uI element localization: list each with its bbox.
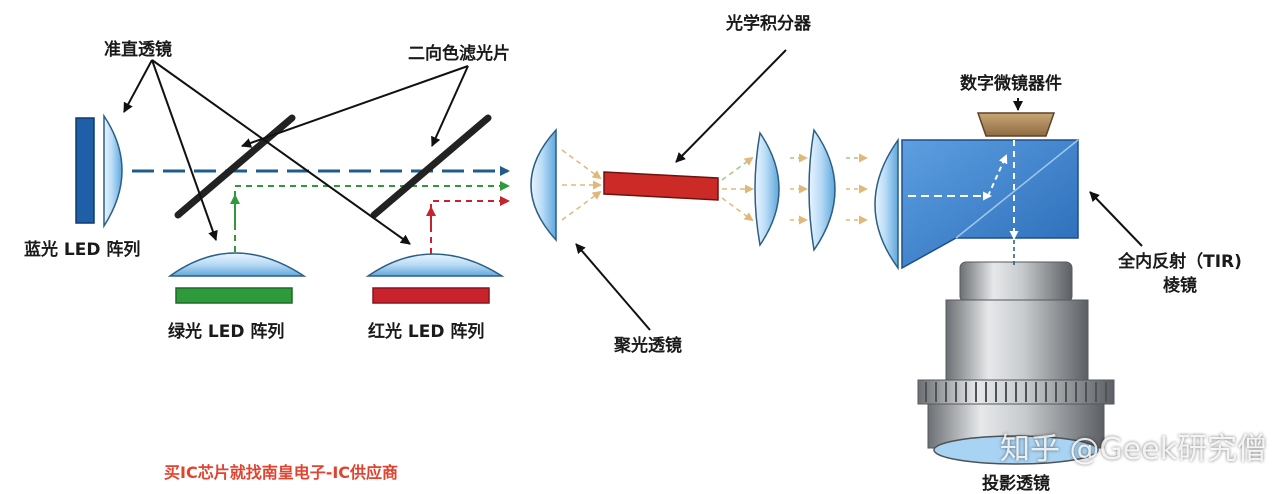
- tir-prism-interface: [955, 139, 1079, 239]
- label-projection-lens: 投影透镜: [982, 474, 1050, 494]
- leader-dichroic-1: [241, 65, 469, 148]
- condenser-lens: [530, 128, 557, 242]
- label-tir-prism-line2: 棱镜: [1163, 276, 1197, 296]
- label-dichroic-filter: 二向色滤光片: [408, 44, 510, 64]
- label-collimating-lens: 准直透镜: [104, 40, 172, 60]
- red-led-array: [372, 287, 490, 304]
- label-tir-prism-line1: 全内反射（TIR): [1118, 252, 1242, 272]
- leader-collimating-2: [151, 59, 218, 241]
- red-collimating-lens: [365, 253, 505, 277]
- converging-ray-top: [561, 149, 602, 180]
- projection-lens: [917, 261, 1115, 465]
- leader-condenser: [575, 243, 651, 331]
- label-light-integrator: 光学积分器: [726, 14, 811, 34]
- green-led-array: [175, 287, 293, 304]
- watermark: 知乎 @Geek研究僧: [1000, 432, 1268, 467]
- dichroic-filter-2: [370, 114, 492, 219]
- label-red-led: 红光 LED 阵列: [368, 322, 485, 342]
- blue-collimating-lens: [103, 113, 123, 229]
- converging-ray-bottom: [561, 190, 602, 221]
- relay-ray-top: [721, 156, 754, 181]
- dmd-device: [976, 112, 1056, 137]
- leader-tir: [1089, 191, 1143, 247]
- green-light-beam: [234, 181, 510, 252]
- prism-entrance-lens: [874, 137, 899, 271]
- leader-integrator: [675, 49, 787, 163]
- prism-ray-up: [987, 154, 1008, 197]
- green-collimating-lens: [167, 252, 307, 277]
- red-light-beam: [430, 196, 510, 254]
- relay-lens-2: [808, 128, 836, 252]
- light-integrator-rod: [603, 171, 719, 201]
- leader-dichroic-2: [431, 65, 469, 147]
- leader-collimating-1: [123, 59, 153, 113]
- leader-collimating-3: [151, 59, 411, 245]
- tir-prism: [901, 139, 1079, 270]
- relay-lens-1: [754, 131, 780, 247]
- label-dmd: 数字微镜器件: [960, 74, 1062, 94]
- label-condenser-lens: 聚光透镜: [614, 336, 682, 356]
- label-blue-led: 蓝光 LED 阵列: [24, 240, 141, 260]
- footer-ad-text: 买IC芯片就找南皇电子-IC供应商: [164, 463, 399, 482]
- label-green-led: 绿光 LED 阵列: [168, 322, 285, 342]
- blue-led-array: [75, 117, 95, 224]
- relay-ray-bottom: [721, 197, 754, 222]
